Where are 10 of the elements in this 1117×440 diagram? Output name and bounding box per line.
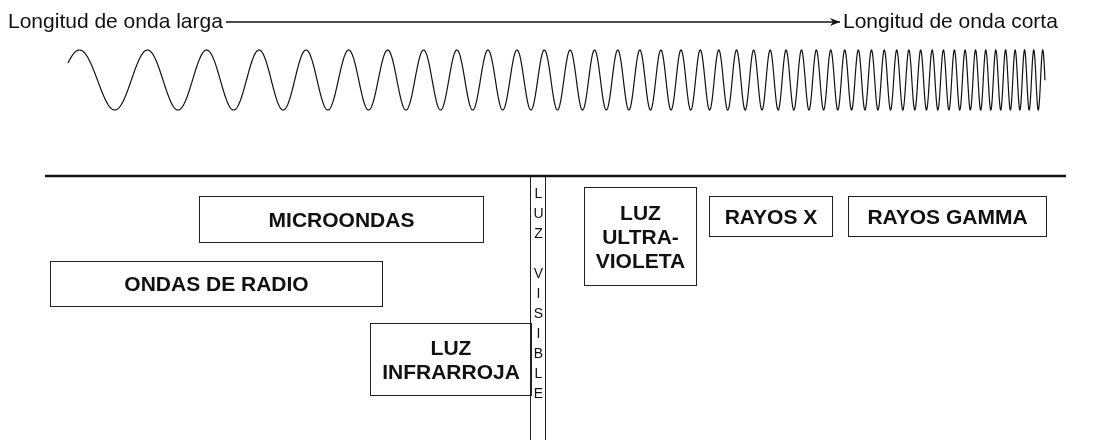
spectrum-band-box: ONDAS DE RADIO [50,261,383,307]
spectrum-band-box: LUZ ULTRA-VIOLETA [584,187,697,286]
spectrum-band-box: RAYOS X [709,196,833,237]
arrow [225,18,841,26]
spectrum-band-box: LUZ INFRARROJA [370,323,532,396]
spectrum-band-box: RAYOS GAMMA [848,196,1047,237]
axis-end-label: Longitud de onda larga [8,8,223,34]
spectrum-band-box: MICROONDAS [199,196,484,243]
vertical-label: LUZ VISIBLE [530,185,546,407]
axis-end-label: Longitud de onda corta [843,8,1058,34]
